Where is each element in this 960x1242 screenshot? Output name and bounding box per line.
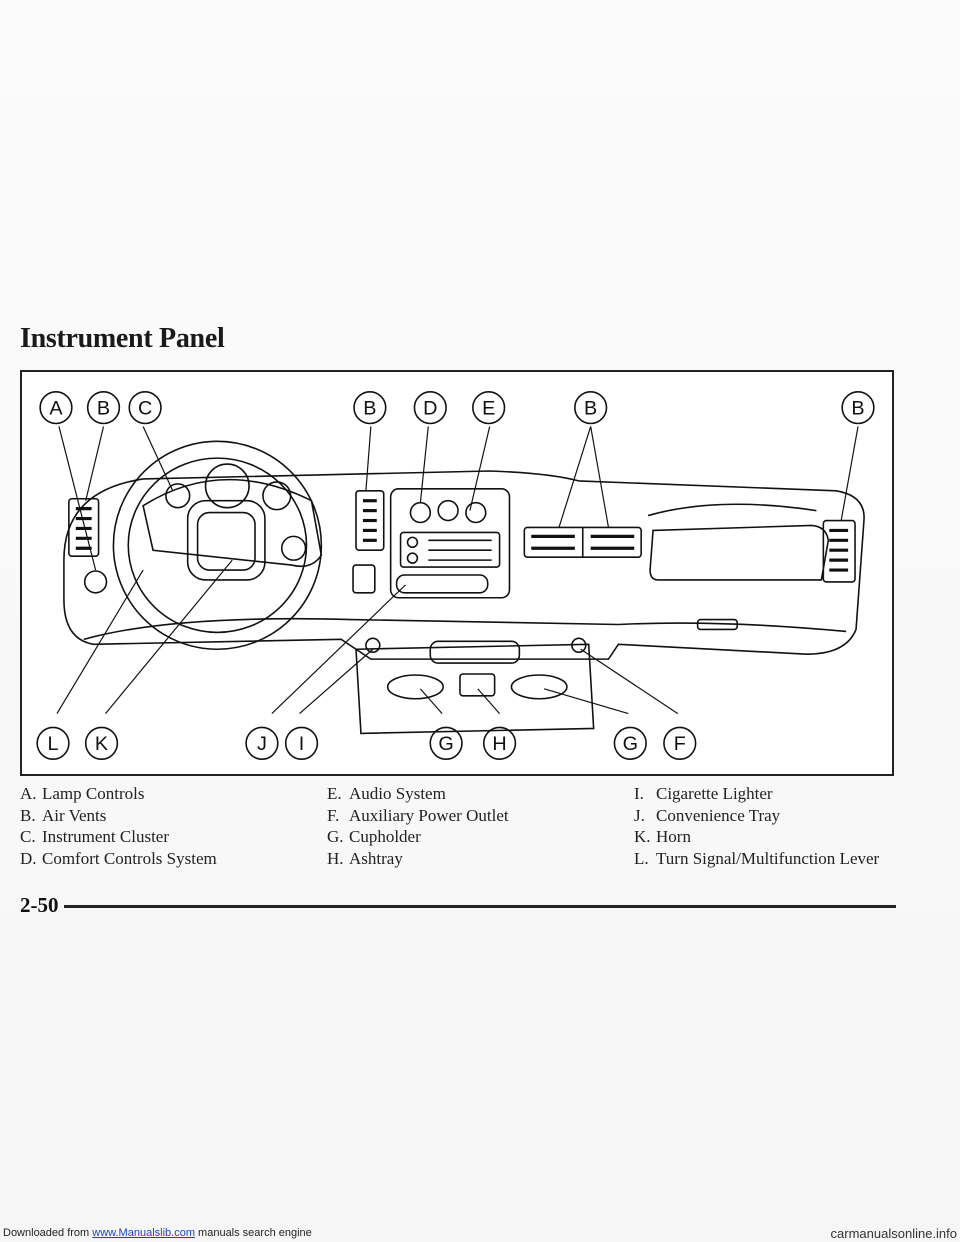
callout-circle — [128, 391, 162, 425]
cupholder-left — [386, 674, 444, 700]
callout-circle — [36, 726, 70, 760]
ashtray — [459, 673, 496, 697]
legend-item: B.Air Vents — [20, 805, 107, 825]
legend-item: G.Cupholder — [327, 827, 421, 846]
callout-circle — [413, 391, 447, 425]
legend-column-3: I.Cigarette Lighter J.Convenience Tray K… — [634, 783, 879, 869]
callout-label: L — [48, 733, 59, 755]
audio-system-unit — [399, 531, 501, 568]
cigarette-lighter — [365, 637, 381, 654]
callout-label: G — [438, 733, 453, 755]
legend-column-2: E.Audio System F.Auxiliary Power Outlet … — [327, 783, 509, 869]
dashboard-illustration: A B C B D E B B L K J I G H G F — [36, 391, 875, 760]
callout-label: B — [363, 398, 376, 420]
callout-label: C — [138, 398, 152, 420]
callout-circle — [284, 726, 319, 760]
legend-item: I.Cigarette Lighter — [634, 784, 773, 803]
callout-circle — [482, 726, 517, 760]
glove-box — [649, 524, 830, 581]
callout-circle — [663, 726, 697, 760]
callout-label: B — [584, 398, 597, 420]
instrument-panel-diagram: A B C B D E B B L K J I G H G F — [20, 370, 894, 776]
dashboard-outline — [63, 470, 865, 660]
callout-label: I — [299, 733, 305, 755]
callout-label: E — [482, 398, 495, 420]
callout-label: H — [492, 733, 506, 755]
callout-label: B — [851, 398, 864, 420]
horn-pad — [186, 499, 266, 581]
callout-circle — [613, 726, 647, 760]
lamp-control-knob — [83, 570, 108, 594]
center-right-air-vents — [523, 526, 642, 558]
legend-item: H.Ashtray — [327, 848, 403, 868]
climate-knob-2 — [437, 499, 459, 522]
callout-label: B — [97, 398, 110, 420]
callout-label: D — [423, 398, 437, 420]
manualslib-link[interactable]: www.Manualslib.com — [92, 1227, 195, 1239]
floor-console — [355, 643, 595, 735]
legend-item: L.Turn Signal/Multifunction Lever — [634, 848, 880, 868]
legend-item: J.Convenience Tray — [634, 805, 781, 825]
right-air-vent — [822, 519, 856, 583]
page-number: 2-50 — [20, 893, 59, 917]
speedometer-gauge — [204, 463, 250, 509]
callout-circle — [429, 726, 463, 760]
legend-item: A.Lamp Controls — [20, 784, 145, 803]
convenience-tray — [395, 574, 489, 594]
callout-circle — [39, 391, 73, 425]
footer-rule — [64, 905, 896, 908]
steering-wheel-inner — [127, 457, 308, 634]
callout-circle — [472, 391, 506, 425]
climate-knob-1 — [409, 501, 432, 524]
legend-column-1: A.Lamp Controls B.Air Vents C.Instrument… — [20, 783, 217, 869]
callout-label: K — [95, 733, 108, 755]
center-console-housing — [389, 488, 511, 599]
legend-item: K.Horn — [634, 827, 691, 846]
download-footer: Downloaded from www.Manualslib.com manua… — [0, 1226, 960, 1242]
cupholder-right — [510, 674, 568, 700]
callout-label: A — [49, 398, 63, 420]
legend-item: D.Comfort Controls System — [20, 848, 217, 868]
legend-item: C.Instrument Cluster — [20, 827, 170, 846]
tachometer-gauge — [262, 481, 292, 511]
callout-label: F — [674, 733, 686, 755]
callout-label: G — [623, 733, 638, 755]
legend-item: E.Audio System — [327, 784, 446, 803]
left-air-vent — [68, 497, 100, 557]
power-outlet — [571, 637, 587, 654]
callout-circle — [84, 726, 119, 760]
center-left-air-vent — [355, 490, 385, 552]
callout-circle — [841, 391, 875, 425]
callout-circle — [245, 726, 279, 760]
fuel-gauge — [165, 483, 191, 509]
dashboard-lower-edge — [83, 617, 847, 641]
temperature-gauge — [280, 535, 307, 561]
footer-text: Downloaded from www.Manualslib.com manua… — [3, 1227, 312, 1239]
climate-knob-3 — [465, 501, 487, 524]
callout-circle — [574, 391, 608, 425]
instrument-cluster — [142, 478, 323, 568]
steering-wheel — [112, 440, 323, 651]
legend-item: F.Auxiliary Power Outlet — [327, 805, 509, 825]
watermark-text: carmanualsonline.info — [830, 1226, 957, 1241]
page-title: Instrument Panel — [20, 323, 225, 354]
callout-circle — [353, 391, 387, 425]
callout-circle — [86, 391, 121, 425]
callout-label: J — [257, 733, 267, 755]
